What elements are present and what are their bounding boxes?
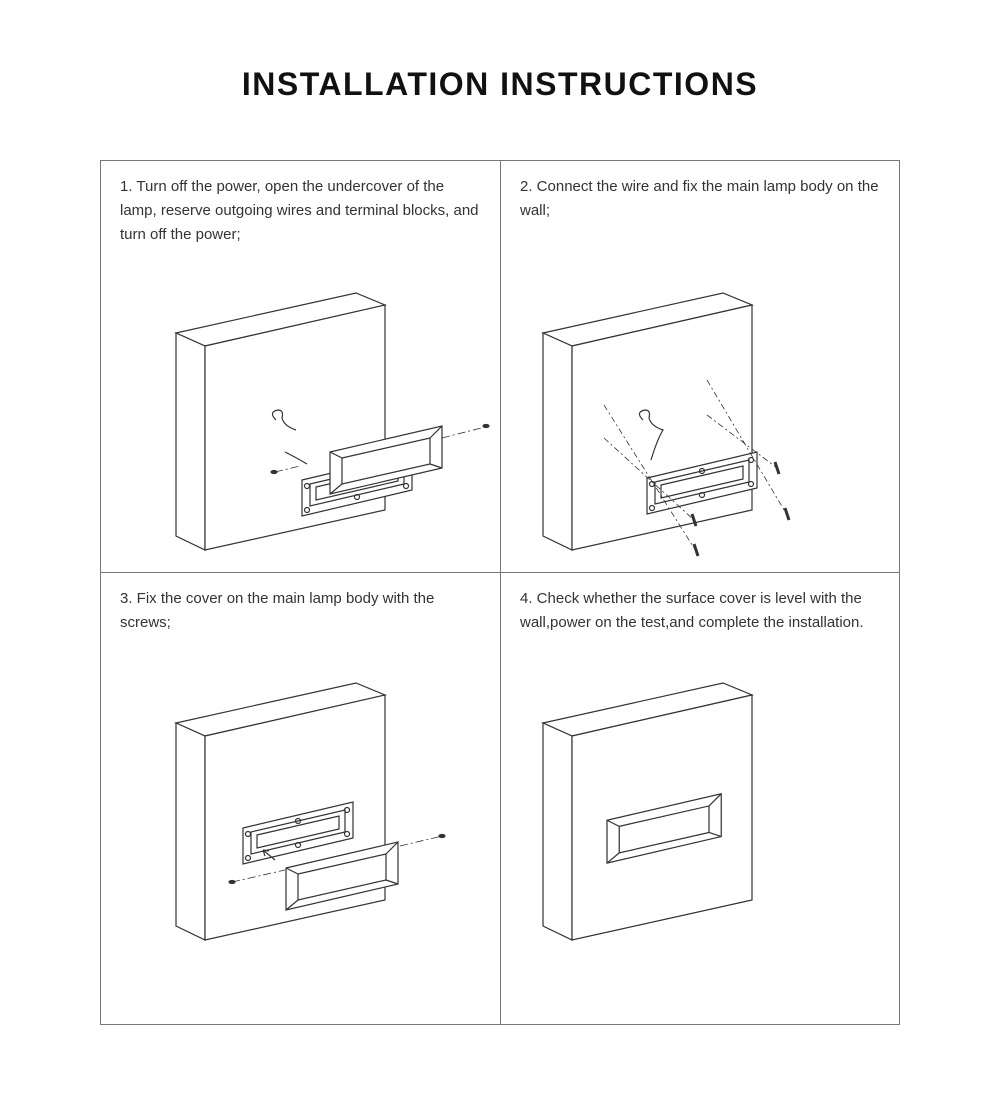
page-title: INSTALLATION INSTRUCTIONS [241, 66, 759, 102]
screw-icon [270, 469, 278, 475]
screw-icon [690, 513, 698, 527]
step-4-text: 4. Check whether the surface cover is le… [520, 590, 864, 631]
step-4-illustration [542, 682, 753, 941]
step-2-text: 2. Connect the wire and fix the main lam… [520, 178, 879, 219]
screw-icon [692, 543, 700, 557]
step-1-illustration [175, 292, 490, 551]
step-1-text: 1. Turn off the power, open the undercov… [120, 178, 479, 243]
instruction-grid [100, 160, 900, 1025]
screw-icon [482, 423, 490, 429]
divider [101, 572, 899, 573]
divider [500, 161, 501, 1024]
step-3-illustration [175, 682, 446, 941]
wire-icon [271, 409, 297, 431]
step-3-text: 3. Fix the cover on the main lamp body w… [120, 590, 435, 631]
step-2-illustration [542, 292, 791, 557]
screw-icon [773, 461, 781, 475]
screw-icon [783, 507, 791, 521]
arrow-icon [262, 849, 276, 861]
